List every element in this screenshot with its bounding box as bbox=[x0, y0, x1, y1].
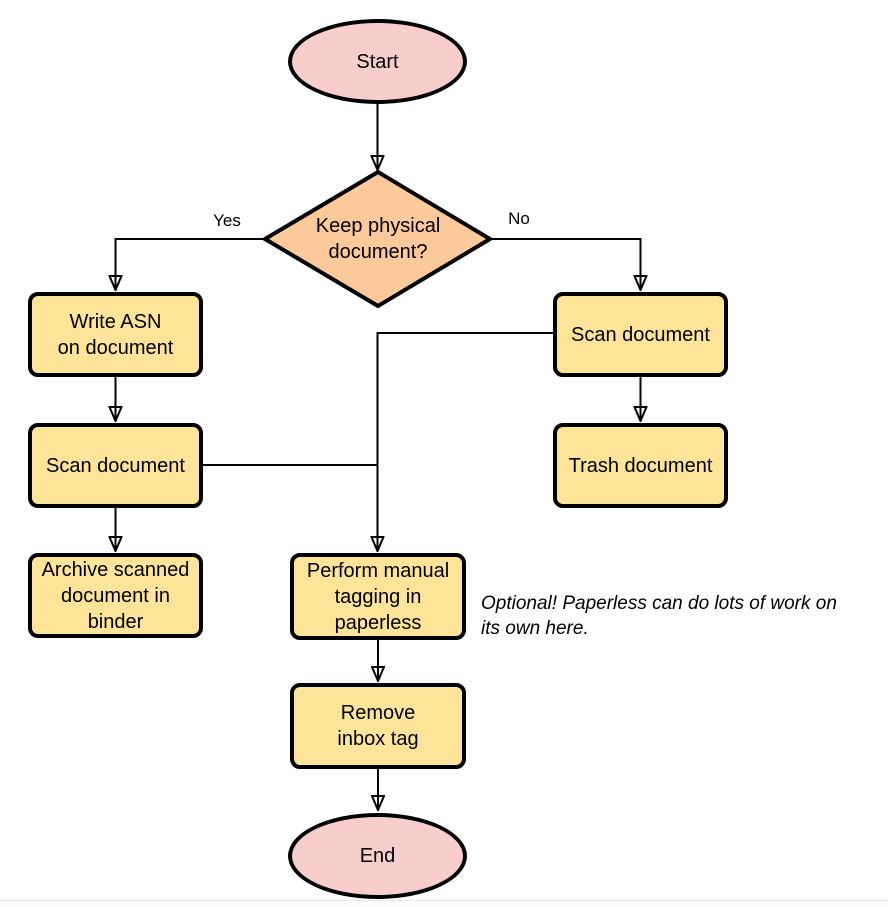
node-archive-label: Archive scanned document in binder bbox=[41, 558, 190, 633]
edge-decision-yes-to-write-asn bbox=[116, 238, 265, 290]
node-remove-inbox-tag: Remove inbox tag bbox=[290, 683, 466, 769]
node-start: Start bbox=[288, 19, 467, 104]
bottom-strip bbox=[0, 901, 888, 907]
edge-scan-right-to-tagging bbox=[378, 332, 553, 551]
node-manual-tagging: Perform manual tagging in paperless bbox=[290, 553, 466, 640]
node-scan-document-right: Scan document bbox=[553, 292, 728, 377]
node-scan-right-label: Scan document bbox=[571, 323, 710, 346]
decision-diamond-shape bbox=[261, 169, 494, 309]
node-archive-binder: Archive scanned document in binder bbox=[28, 553, 203, 638]
annotation-optional-note: Optional! Paperless can do lots of work … bbox=[481, 593, 837, 639]
edge-label-yes: Yes bbox=[213, 211, 241, 230]
node-scan-left-label: Scan document bbox=[46, 454, 185, 477]
node-start-label: Start bbox=[356, 50, 399, 73]
node-end-label: End bbox=[359, 845, 396, 867]
node-end: End bbox=[288, 813, 467, 899]
node-remove-tag-label: Remove inbox tag bbox=[337, 702, 419, 750]
edge-label-no: No bbox=[508, 209, 530, 228]
node-write-asn-label: Write ASN on document bbox=[57, 310, 174, 359]
node-write-asn: Write ASN on document bbox=[28, 292, 203, 377]
node-tagging-label: Perform manual tagging in paperless bbox=[306, 559, 450, 634]
node-scan-document-left: Scan document bbox=[28, 423, 203, 508]
node-trash-label: Trash document bbox=[568, 454, 713, 477]
decision-label-text: Keep physical document? bbox=[315, 215, 441, 263]
edge-decision-no-to-scan-right bbox=[490, 238, 641, 290]
bottom-divider bbox=[0, 900, 888, 901]
node-decision-label: Keep physical document? bbox=[278, 201, 478, 277]
node-trash-document: Trash document bbox=[553, 423, 728, 508]
